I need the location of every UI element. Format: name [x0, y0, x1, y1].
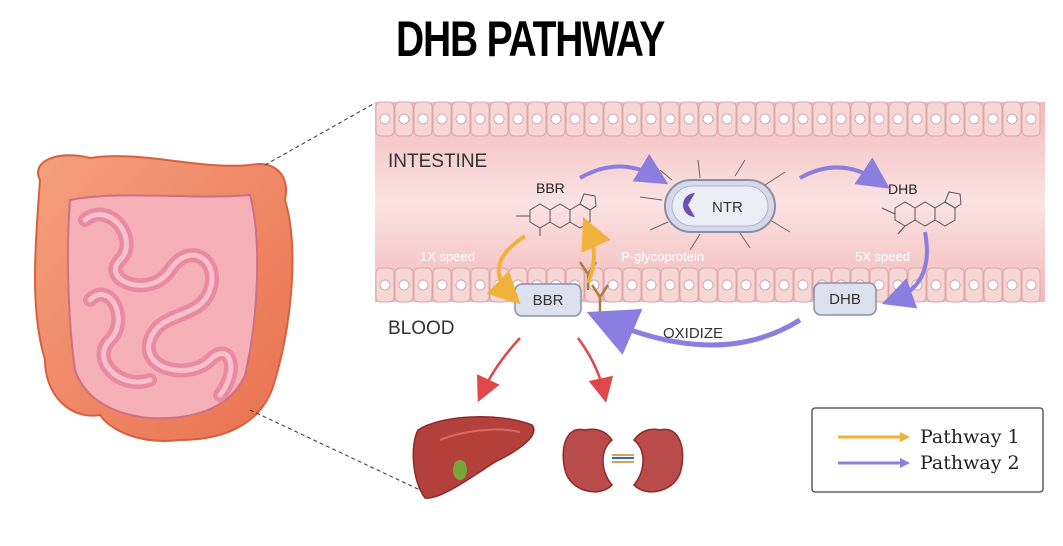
legend: [811, 407, 1044, 493]
bbr-molecule-label: BBR: [536, 180, 565, 196]
cell-nucleus: [474, 279, 486, 291]
dhb-box: [813, 282, 877, 316]
cell-nucleus: [797, 113, 809, 125]
cell-nucleus: [702, 279, 714, 291]
cell-nucleus: [892, 279, 904, 291]
cell-nucleus: [664, 279, 676, 291]
cell-nucleus: [417, 113, 429, 125]
arrow-to-kidneys: [576, 337, 614, 403]
cell-nucleus: [835, 113, 847, 125]
cell-nucleus: [911, 113, 923, 125]
cell-nucleus: [1006, 279, 1018, 291]
cell-nucleus: [854, 113, 866, 125]
speed-1x-label: 1X speed: [420, 249, 475, 264]
cell-nucleus: [930, 279, 942, 291]
cell-nucleus: [949, 279, 961, 291]
cell-nucleus: [493, 113, 505, 125]
cell-nucleus: [1025, 113, 1037, 125]
cell-nucleus: [569, 113, 581, 125]
cell-nucleus: [759, 113, 771, 125]
zoom-line-bottom: [249, 409, 421, 491]
cell-nucleus: [607, 279, 619, 291]
liver-icon: [412, 416, 535, 499]
bbr-molecule-icon: [516, 193, 597, 236]
ntr-label: NTR: [712, 199, 743, 216]
cell-nucleus: [873, 113, 885, 125]
cell-nucleus: [645, 113, 657, 125]
cell-nucleus: [702, 113, 714, 125]
cell-nucleus: [455, 279, 467, 291]
pacman-enzyme-icon: [683, 193, 695, 217]
cell-nucleus: [683, 279, 695, 291]
cell-nucleus: [721, 279, 733, 291]
dhb-molecule-label: DHB: [888, 181, 918, 197]
zoom-line-top: [264, 102, 376, 166]
cell-nucleus: [987, 279, 999, 291]
dhb-box-label: DHB: [829, 291, 861, 308]
bbr-box-label: BBR: [533, 292, 564, 309]
cell-nucleus: [740, 113, 752, 125]
cell-nucleus: [1025, 279, 1037, 291]
oxidize-label: OXIDIZE: [663, 325, 723, 342]
legend-arrowhead-pathway-1: [900, 432, 910, 442]
cell-nucleus: [379, 279, 391, 291]
cell-nucleus: [930, 113, 942, 125]
cell-nucleus: [683, 113, 695, 125]
arrow-bbr-to-ntr: [579, 153, 669, 185]
cell-nucleus: [968, 279, 980, 291]
cell-nucleus: [531, 113, 543, 125]
cell-nucleus: [949, 113, 961, 125]
cell-nucleus: [550, 113, 562, 125]
legend-label-pathway-1: Pathway 1: [920, 426, 1020, 448]
cell-nucleus: [417, 279, 429, 291]
cell-nucleus: [987, 113, 999, 125]
cell-nucleus: [778, 113, 790, 125]
cell-row-bottom: [375, 267, 1041, 303]
cell-nucleus: [379, 113, 391, 125]
cell-nucleus: [816, 113, 828, 125]
dhb-molecule-icon: [881, 191, 962, 235]
cell-nucleus: [721, 113, 733, 125]
blood-label: BLOOD: [388, 318, 455, 339]
legend-label-pathway-2: Pathway 2: [920, 452, 1020, 474]
cell-nucleus: [759, 279, 771, 291]
cell-nucleus: [398, 279, 410, 291]
legend-arrowhead-pathway-2: [900, 458, 910, 468]
speed-5x-label: 5X speed: [855, 249, 910, 264]
cell-nucleus: [398, 113, 410, 125]
arrow-dhb-down: [881, 231, 929, 309]
arrow-bbr-absorb: [486, 234, 527, 305]
arrow-to-liver: [476, 337, 521, 403]
cell-nucleus: [778, 279, 790, 291]
cell-nucleus: [455, 113, 467, 125]
arrow-ntr-to-dhb: [799, 157, 890, 189]
p-glycoprotein-label: P-glycoprotein: [621, 249, 704, 264]
intestine-label: INTESTINE: [388, 151, 487, 172]
bacterium-icon: [639, 159, 791, 251]
intestine-illustration: [34, 154, 294, 442]
cell-nucleus: [968, 113, 980, 125]
cell-nucleus: [740, 279, 752, 291]
cell-nucleus: [436, 113, 448, 125]
cell-nucleus: [626, 279, 638, 291]
cell-nucleus: [797, 279, 809, 291]
cell-nucleus: [645, 279, 657, 291]
arrow-oxidize: [586, 309, 802, 355]
cell-nucleus: [664, 113, 676, 125]
cell-nucleus: [626, 113, 638, 125]
kidneys-icon: [562, 428, 684, 493]
cell-nucleus: [588, 113, 600, 125]
cell-nucleus: [436, 279, 448, 291]
cell-nucleus: [607, 113, 619, 125]
arrow-pgp-efflux: [581, 217, 611, 284]
cell-nucleus: [512, 113, 524, 125]
cell-nucleus: [892, 113, 904, 125]
page-title: DHB PATHWAY: [395, 11, 665, 67]
cell-nucleus: [1006, 113, 1018, 125]
cell-row-top: [375, 101, 1041, 137]
cell-nucleus: [474, 113, 486, 125]
